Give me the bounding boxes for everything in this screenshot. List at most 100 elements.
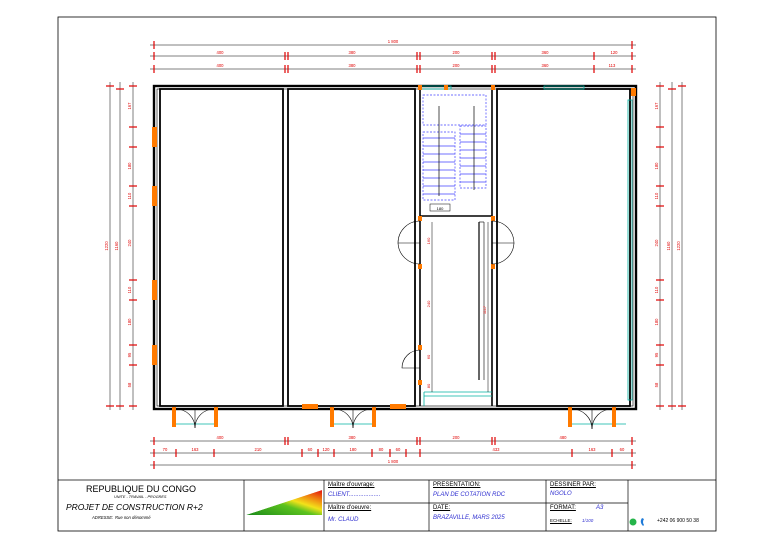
right-dim: 180 bbox=[654, 162, 659, 170]
bottom-dim: 60 bbox=[620, 447, 625, 452]
top-dim: 200 bbox=[453, 50, 461, 55]
door-swing bbox=[352, 408, 373, 429]
owner-value: CLIENT................... bbox=[328, 492, 381, 498]
format-label: FORMAT: bbox=[550, 505, 576, 511]
staircase bbox=[422, 94, 487, 212]
top-dimensions bbox=[150, 44, 636, 70]
title-block-grid bbox=[58, 479, 716, 531]
top-dim: 360 bbox=[542, 63, 550, 68]
bottom-dim: 163 bbox=[589, 447, 597, 452]
phone-number: +242 06 900 50 38 bbox=[657, 518, 699, 524]
top-total: 1 800 bbox=[388, 39, 399, 44]
left-dimensions bbox=[109, 82, 134, 410]
door-jamb bbox=[418, 216, 422, 221]
left-dim: 167 bbox=[127, 102, 132, 110]
window-left bbox=[152, 186, 157, 206]
owner-label: Maître d'ouvrage: bbox=[328, 482, 375, 488]
interior-dim: 160 bbox=[426, 237, 431, 244]
door-jamb bbox=[491, 264, 495, 269]
date-value: BRAZAVILLE, MARS 2025 bbox=[433, 515, 505, 521]
left-dim: 110 bbox=[127, 286, 132, 293]
door-swing bbox=[591, 408, 613, 430]
bottom-dim: 400 bbox=[217, 435, 225, 440]
left-dim: 95 bbox=[127, 352, 132, 357]
door-jamb bbox=[418, 264, 422, 269]
project-title: PROJET DE CONSTRUCTION R+2 bbox=[66, 502, 203, 512]
builder-label: Maître d'oeuvre: bbox=[328, 505, 372, 511]
outer-wall-inner-line bbox=[156, 88, 634, 407]
sheet-frame bbox=[57, 16, 717, 532]
floor-plan bbox=[152, 84, 638, 411]
right-dim: 240 bbox=[654, 239, 659, 247]
bottom-dim: 380 bbox=[349, 435, 357, 440]
door-jamb bbox=[568, 407, 572, 427]
bottom-dim: 60 bbox=[308, 447, 313, 452]
top-dim: 380 bbox=[349, 63, 357, 68]
door-swing bbox=[397, 242, 421, 265]
openings bbox=[152, 85, 636, 427]
date-label: DATE: bbox=[433, 505, 451, 511]
left-dim: 58 bbox=[127, 382, 132, 387]
bottom-dim: 480 bbox=[560, 435, 568, 440]
bottom-dim: 163 bbox=[192, 447, 200, 452]
left-dim: 240 bbox=[127, 239, 132, 247]
door-jamb bbox=[330, 407, 334, 427]
right-dim: 110 bbox=[654, 286, 659, 293]
window-bottom bbox=[302, 404, 318, 409]
stair-landing bbox=[422, 94, 487, 126]
country-title: REPUBLIQUE DU CONGO bbox=[86, 484, 197, 494]
interior-dim: 60 bbox=[426, 354, 431, 359]
scale-label: ECHELLE: bbox=[550, 518, 572, 523]
door-jamb bbox=[172, 407, 176, 427]
drawn-by-value: NGOLO bbox=[550, 491, 572, 497]
bottom-dimensions bbox=[150, 440, 636, 466]
right-dim-outer: 1220 bbox=[676, 241, 681, 251]
left-dim-ticks bbox=[106, 85, 137, 407]
left-dim: 180 bbox=[127, 318, 132, 326]
right-dim-inner: 1160 bbox=[666, 241, 671, 251]
right-dim: 167 bbox=[654, 102, 659, 110]
window-sill-right bbox=[627, 99, 633, 401]
logo-gradient-top bbox=[246, 490, 322, 515]
right-dim: 95 bbox=[654, 352, 659, 357]
drawn-by-label: DESSINER PAR: bbox=[550, 482, 596, 488]
top-dim: 120 bbox=[611, 50, 619, 55]
glazing bbox=[172, 85, 633, 425]
window-bottom bbox=[390, 404, 406, 409]
right-dim: 110 bbox=[654, 192, 659, 199]
top-dim: 360 bbox=[542, 50, 550, 55]
bottom-dim: 433 bbox=[493, 447, 501, 452]
stair-dim-box bbox=[429, 203, 451, 212]
right-dimensions bbox=[659, 82, 683, 410]
door-swing bbox=[175, 408, 196, 429]
scale-value: 1/100 bbox=[582, 518, 594, 523]
door-jamb bbox=[491, 216, 495, 221]
door-swings bbox=[175, 220, 613, 430]
door-jamb bbox=[418, 345, 422, 350]
interior-dim: 1117 bbox=[482, 305, 487, 314]
builder-value: Mr. CLAUD bbox=[328, 517, 359, 523]
room-1 bbox=[159, 88, 284, 407]
room-3 bbox=[496, 88, 631, 407]
top-dim: 400 bbox=[217, 50, 225, 55]
address-label: ADRESSE: bbox=[92, 515, 114, 520]
address-value: Rue non dénommé bbox=[115, 515, 151, 520]
window-left bbox=[152, 345, 157, 365]
left-dim-outer: 1220 bbox=[104, 241, 109, 251]
whatsapp-icon bbox=[629, 518, 637, 526]
outer-wall bbox=[152, 84, 638, 411]
window-left bbox=[152, 280, 157, 300]
glazing-top-room3 bbox=[543, 85, 585, 90]
left-dim: 110 bbox=[127, 192, 132, 199]
window-top bbox=[491, 85, 495, 90]
bottom-dim: 210 bbox=[255, 447, 263, 452]
window-top bbox=[444, 85, 448, 90]
right-dim: 58 bbox=[654, 382, 659, 387]
stair-flight-right bbox=[459, 125, 487, 189]
interior-dimensions bbox=[431, 222, 489, 392]
top-dim: 200 bbox=[453, 63, 461, 68]
door-swing bbox=[491, 242, 515, 265]
top-dim-ticks bbox=[153, 41, 633, 73]
bottom-dim: 70 bbox=[163, 447, 168, 452]
